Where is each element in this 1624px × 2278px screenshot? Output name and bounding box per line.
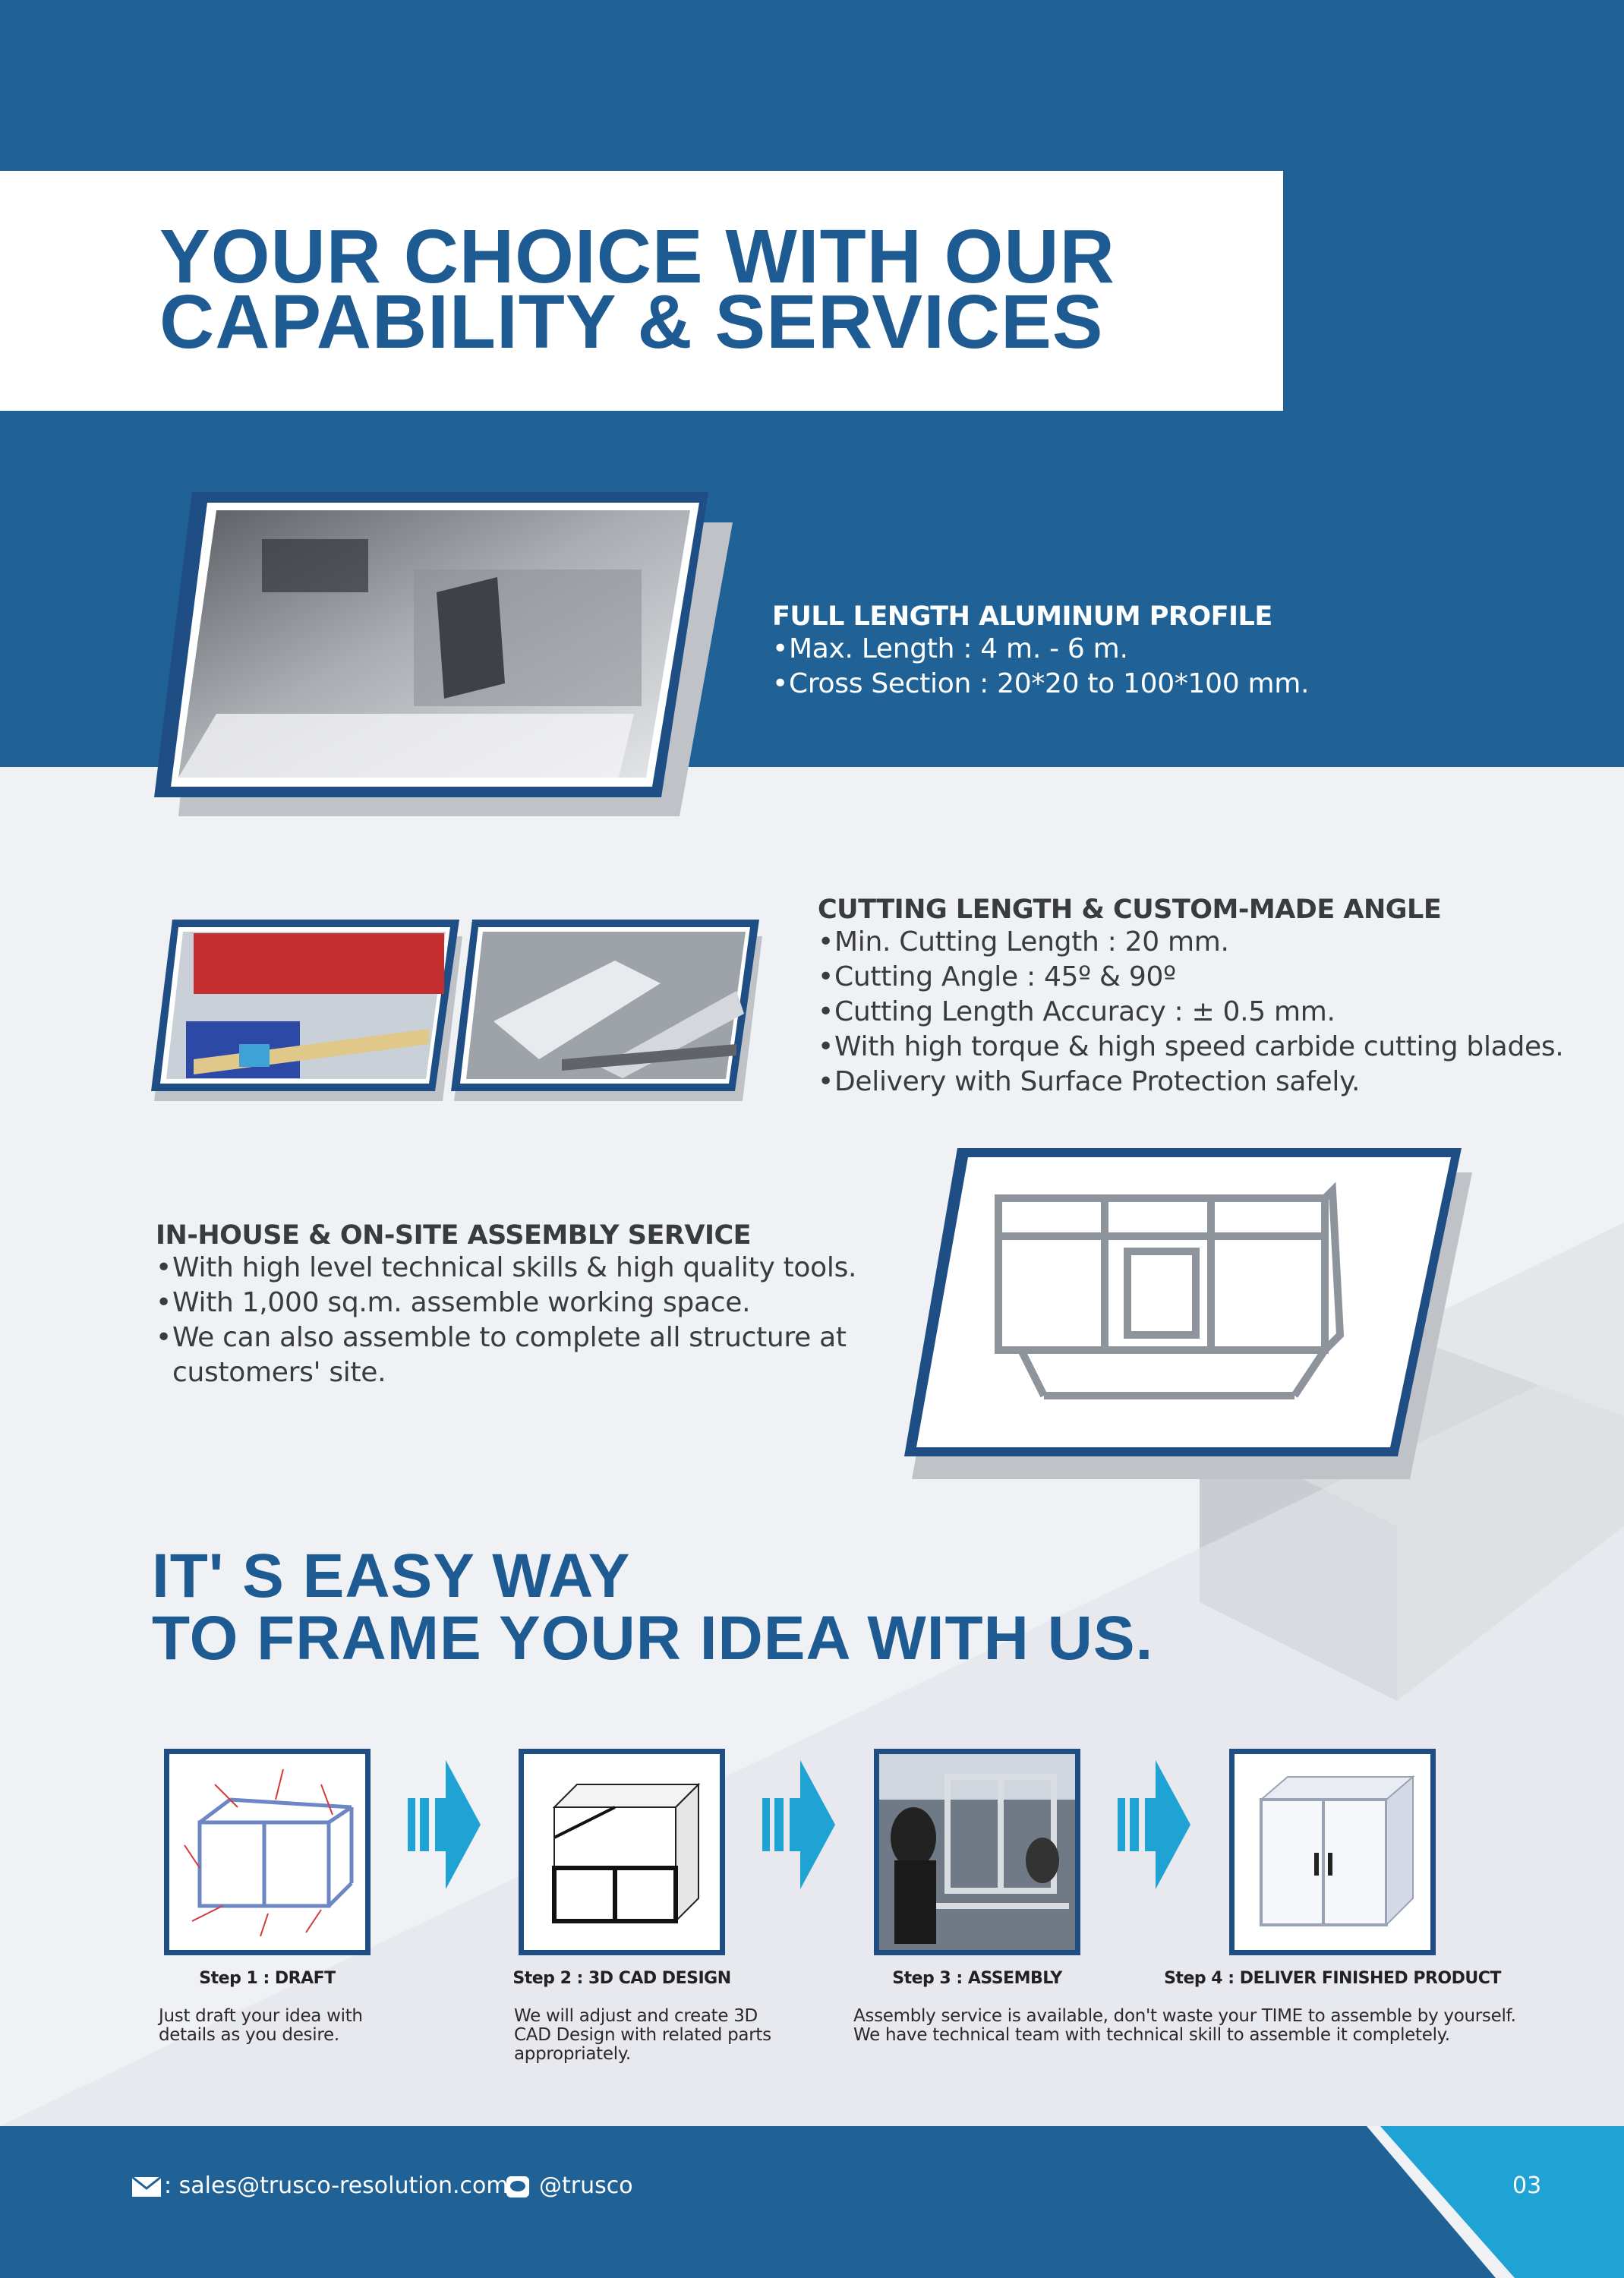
finished-cabinet-icon <box>1259 1775 1415 1927</box>
wrapped-profiles-photo <box>451 920 762 1101</box>
bullet-item: Cutting Angle : 45º & 90º <box>818 960 1615 995</box>
assembly-photo-icon <box>879 1754 1075 1950</box>
cutting-machine-photo <box>151 920 462 1101</box>
bullet-item: We can also assemble to complete all str… <box>156 1320 869 1390</box>
page-number: 03 <box>1512 2172 1542 2199</box>
step-1-image <box>164 1749 371 1955</box>
bullet-item: With high level technical skills & high … <box>156 1251 869 1286</box>
cad-cabinet-icon <box>552 1782 701 1923</box>
page-title: YOUR CHOICE WITH OUR CAPABILITY & SERVIC… <box>159 214 1115 364</box>
easy-way-line-1: IT' S EASY WAY <box>152 1541 631 1611</box>
section-cutting: CUTTING LENGTH & CUSTOM-MADE ANGLE Min. … <box>818 894 1615 1100</box>
arrow-right-icon <box>1118 1760 1190 1889</box>
section-assembly-bullets: With high level technical skills & high … <box>156 1251 869 1390</box>
email-icon <box>131 2176 162 2197</box>
easy-way-line-2: TO FRAME YOUR IDEA WITH US. <box>152 1604 1154 1673</box>
step-3-image <box>874 1749 1080 1955</box>
assembly-note: Assembly service is available, don't was… <box>853 2007 1552 2045</box>
footer-email[interactable]: : sales@trusco-resolution.com <box>164 2172 509 2199</box>
aluminum-frame-photo <box>904 1148 1472 1479</box>
assembly-note-line-2: We have technical team with technical sk… <box>853 2025 1450 2045</box>
step-1-description: Just draft your idea with details as you… <box>159 2006 363 2045</box>
section-profile-bullets: Max. Length : 4 m. - 6 m. Cross Section … <box>772 632 1569 702</box>
step-3-label: Step 3 : ASSEMBLY <box>892 1969 1062 1988</box>
section-cutting-title: CUTTING LENGTH & CUSTOM-MADE ANGLE <box>818 894 1442 925</box>
bullet-item: Delivery with Surface Protection safely. <box>818 1065 1615 1100</box>
assembly-note-line-1: Assembly service is available, don't was… <box>853 2006 1516 2026</box>
title-line-1: YOUR CHOICE WITH OUR <box>159 214 1115 299</box>
bullet-item: Cross Section : 20*20 to 100*100 mm. <box>772 667 1569 702</box>
title-line-2: CAPABILITY & SERVICES <box>159 279 1104 364</box>
bullet-item: With high torque & high speed carbide cu… <box>818 1030 1615 1065</box>
section-assembly: IN-HOUSE & ON-SITE ASSEMBLY SERVICE With… <box>156 1220 869 1390</box>
step-2-description: We will adjust and create 3D CAD Design … <box>514 2006 771 2064</box>
footer-line-id[interactable]: @trusco <box>539 2172 633 2199</box>
line-app-icon <box>506 2176 529 2198</box>
footer-accent <box>1367 2126 1624 2278</box>
step-1-label: Step 1 : DRAFT <box>199 1969 336 1988</box>
title-panel <box>0 171 1283 411</box>
step-4-image <box>1229 1749 1436 1955</box>
aluminum-profile-photo <box>154 492 733 816</box>
bullet-item: Min. Cutting Length : 20 mm. <box>818 925 1615 960</box>
background-shapes <box>0 1223 1624 2126</box>
section-assembly-title: IN-HOUSE & ON-SITE ASSEMBLY SERVICE <box>156 1220 752 1251</box>
step-4-label: Step 4 : DELIVER FINISHED PRODUCT <box>1164 1969 1501 1988</box>
section-profile: FULL LENGTH ALUMINUM PROFILE Max. Length… <box>772 601 1569 702</box>
easy-way-heading: IT' S EASY WAY TO FRAME YOUR IDEA WITH U… <box>152 1545 1153 1670</box>
arrow-right-icon <box>408 1760 481 1889</box>
draft-sketch-icon <box>184 1768 354 1937</box>
bullet-item: Max. Length : 4 m. - 6 m. <box>772 632 1569 667</box>
footer-band <box>0 2126 1624 2278</box>
bullet-item: Cutting Length Accuracy : ± 0.5 mm. <box>818 995 1615 1030</box>
arrow-right-icon <box>762 1760 835 1889</box>
section-cutting-bullets: Min. Cutting Length : 20 mm. Cutting Ang… <box>818 925 1615 1100</box>
step-2-label: Step 2 : 3D CAD DESIGN <box>512 1969 731 1988</box>
section-profile-title: FULL LENGTH ALUMINUM PROFILE <box>772 601 1272 632</box>
step-2-image <box>519 1749 725 1955</box>
bullet-item: With 1,000 sq.m. assemble working space. <box>156 1286 869 1320</box>
